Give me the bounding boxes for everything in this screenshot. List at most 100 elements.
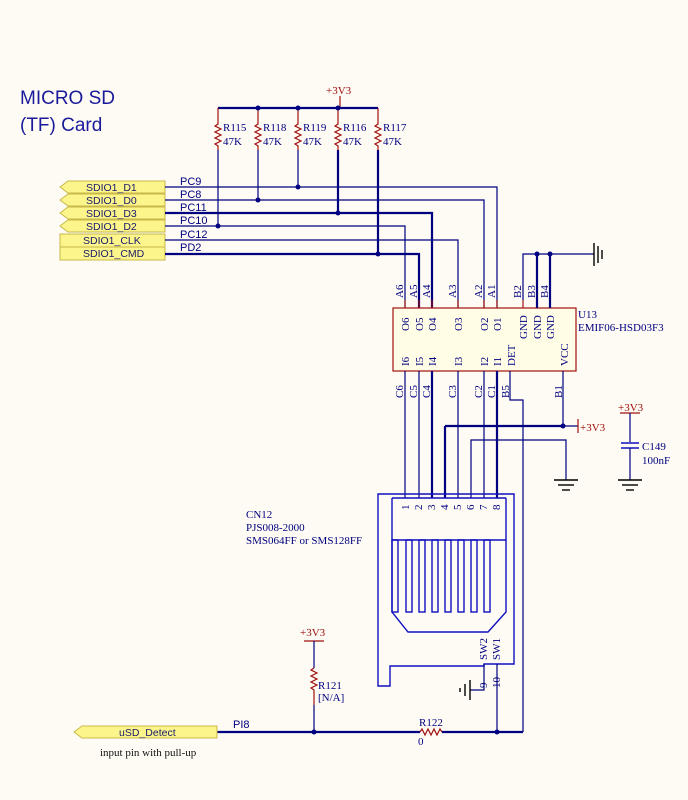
port-label-d3: SDIO1_D3: [86, 208, 137, 220]
r115-value: 47K: [223, 136, 242, 148]
port-usd-detect: [73, 725, 218, 739]
port-label-usd-detect: uSD_Detect: [119, 727, 176, 739]
svg-text:A6: A6: [394, 284, 406, 298]
port-label-d2: SDIO1_D2: [86, 221, 137, 233]
svg-text:B5: B5: [500, 385, 512, 398]
cn12-ref: CN12: [246, 509, 272, 521]
net-label-pc12: PC12: [180, 229, 208, 241]
svg-text:C4: C4: [421, 385, 433, 398]
svg-text:O4: O4: [427, 317, 439, 331]
svg-text:2: 2: [413, 505, 425, 511]
svg-text:O3: O3: [453, 317, 465, 331]
ground-symbol-u13: [593, 243, 603, 266]
ground-symbol-sw2: [459, 680, 471, 700]
svg-text:GND: GND: [545, 315, 557, 339]
port-label-cmd: SDIO1_CMD: [83, 248, 145, 260]
svg-text:GND: GND: [532, 315, 544, 339]
u13-bottom-pin-labels: C6 C5 C4 C3 C2 C1 B5 B1: [394, 385, 565, 398]
net-label-pd2: PD2: [180, 242, 201, 254]
port-label-d1: SDIO1_D1: [86, 182, 137, 194]
svg-text:6: 6: [465, 504, 477, 510]
net-label-pc8: PC8: [180, 189, 201, 201]
u13-top-pin-labels: A6 A5 A4 A3 A2 A1 B2 B3 B4: [394, 284, 551, 298]
power-label-top: +3V3: [326, 85, 352, 97]
port-label-clk: SDIO1_CLK: [83, 235, 141, 247]
cn12-part: PJS008-2000: [246, 522, 305, 534]
svg-text:DET: DET: [506, 344, 518, 366]
title-line-1: MICRO SD: [20, 88, 115, 109]
port-label-d0: SDIO1_D0: [86, 195, 137, 207]
c149-value: 100nF: [642, 455, 670, 467]
svg-text:B3: B3: [526, 285, 538, 298]
r118-value: 47K: [263, 136, 282, 148]
svg-text:4: 4: [439, 504, 451, 510]
svg-text:C3: C3: [447, 385, 459, 398]
cn12-sw1-label: SW1: [491, 638, 503, 660]
detect-circuit: [217, 640, 523, 737]
svg-text:VCC: VCC: [559, 343, 571, 366]
r115-ref: R115: [223, 122, 247, 134]
r116-value: 47K: [343, 136, 362, 148]
svg-text:I5: I5: [414, 356, 426, 366]
title-line-2: (TF) Card: [20, 115, 102, 136]
r117-value: 47K: [383, 136, 402, 148]
svg-text:8: 8: [491, 504, 503, 510]
svg-text:5: 5: [452, 504, 464, 510]
power-label-r121: +3V3: [300, 627, 326, 639]
r122-ref: R122: [419, 717, 443, 729]
r119-value: 47K: [303, 136, 322, 148]
cn12-desc: SMS064FF or SMS128FF: [246, 535, 362, 547]
svg-text:A2: A2: [473, 285, 485, 298]
cn12-pin-numbers: 1 2 3 4 5 6 7 8: [400, 504, 503, 510]
c149-capacitor: [618, 412, 642, 491]
svg-text:A1: A1: [486, 285, 498, 298]
sdio-port-group: [59, 180, 166, 261]
svg-text:A4: A4: [421, 284, 433, 298]
r119-ref: R119: [303, 122, 327, 134]
svg-text:O5: O5: [414, 317, 426, 331]
r122-value: 0: [418, 736, 424, 748]
u13-top-inner-labels: O6 O5 O4 O3 O2 O1 GND GND GND: [400, 315, 557, 339]
r121-value: [N/A]: [318, 692, 344, 704]
svg-text:O2: O2: [479, 318, 491, 331]
u13-body: [392, 307, 577, 372]
svg-text:3: 3: [426, 504, 438, 510]
net-label-pc9: PC9: [180, 176, 201, 188]
svg-text:C2: C2: [473, 385, 485, 398]
svg-text:A3: A3: [447, 284, 459, 298]
r118-ref: R118: [263, 122, 287, 134]
svg-text:B2: B2: [512, 285, 524, 298]
u13-gnd-wiring: [522, 251, 594, 308]
svg-text:I2: I2: [479, 357, 491, 366]
svg-text:GND: GND: [518, 315, 530, 339]
svg-text:1: 1: [400, 505, 412, 511]
u13-to-cn12-wires: [404, 371, 578, 732]
ground-symbol-cn12: [554, 479, 578, 491]
net-label-pc11: PC11: [180, 202, 207, 214]
u13-part: EMIF06-HSD03F3: [578, 322, 664, 334]
power-label-c149: +3V3: [618, 402, 644, 414]
power-label-vcc: +3V3: [580, 422, 606, 434]
r116-ref: R116: [343, 122, 367, 134]
u13-bottom-inner-labels: I6 I5 I4 I3 I2 I1 DET VCC: [400, 343, 571, 366]
svg-text:C6: C6: [394, 385, 406, 398]
cn12-sw2-label: SW2: [478, 638, 490, 660]
svg-text:B4: B4: [539, 285, 551, 298]
r117-ref: R117: [383, 122, 407, 134]
svg-text:I4: I4: [427, 356, 439, 366]
c149-ref: C149: [642, 441, 666, 453]
r121-ref: R121: [318, 680, 342, 692]
net-label-pc10: PC10: [180, 215, 208, 227]
svg-text:7: 7: [478, 504, 490, 510]
detect-note: input pin with pull-up: [100, 747, 197, 759]
svg-text:A5: A5: [408, 284, 420, 298]
svg-text:C5: C5: [408, 385, 420, 398]
svg-text:I3: I3: [453, 356, 465, 366]
sdio-net-wires: [165, 150, 498, 308]
svg-text:O6: O6: [400, 317, 412, 331]
pullup-resistor-bank: [213, 96, 383, 150]
svg-text:B1: B1: [553, 385, 565, 398]
u13-ref: U13: [578, 309, 597, 321]
